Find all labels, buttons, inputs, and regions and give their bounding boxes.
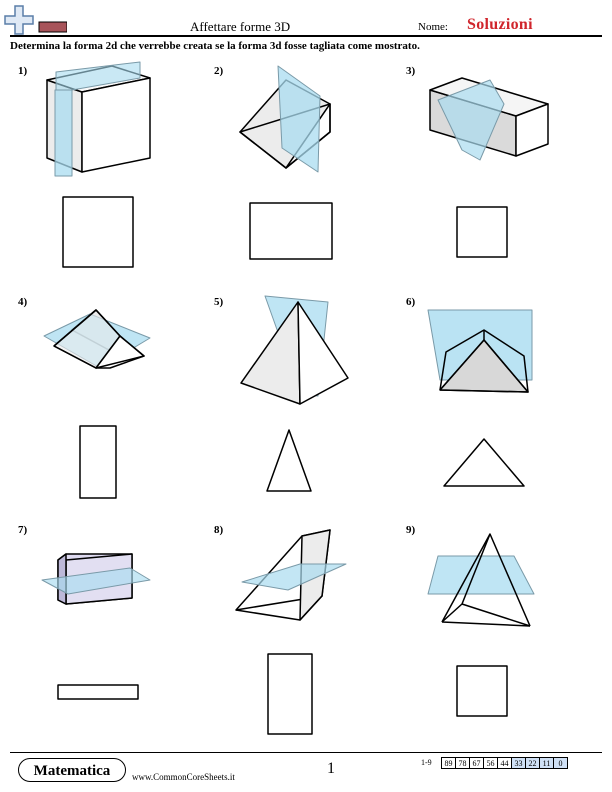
worksheet-title: Affettare forme 3D	[190, 19, 291, 34]
answer-key-cell: 33	[511, 757, 526, 769]
problem-3-answer-square	[456, 206, 508, 258]
name-value: Soluzioni	[467, 16, 533, 33]
problem-9-answer-square	[456, 665, 508, 717]
footer-rule	[10, 752, 602, 753]
answer-key-cell: 56	[483, 757, 498, 769]
problem-3-label: 3)	[406, 65, 416, 77]
answer-key-range: 1-9	[421, 758, 432, 767]
answer-key-cell: 89	[441, 757, 456, 769]
answer-key-cell: 78	[455, 757, 470, 769]
problem-8-label: 8)	[214, 524, 224, 536]
problem-1-label: 1)	[18, 65, 28, 77]
problem-6-label: 6)	[406, 296, 416, 308]
problem-4-answer-rectangle	[79, 425, 117, 499]
problem-7-answer-rectangle	[57, 684, 139, 700]
header-rule	[10, 35, 602, 37]
problem-7-label: 7)	[18, 524, 28, 536]
answer-key-cell: 0	[553, 757, 568, 769]
problem-8-answer-rectangle	[267, 653, 313, 735]
problem-8-solid	[235, 529, 347, 621]
problem-9-label: 9)	[406, 524, 416, 536]
page-number: 1	[327, 760, 335, 777]
answer-key-cell: 22	[525, 757, 540, 769]
answer-key-cell: 11	[539, 757, 554, 769]
answer-key-cell: 67	[469, 757, 484, 769]
site-url[interactable]: www.CommonCoreSheets.it	[132, 772, 235, 782]
problem-3-solid	[429, 77, 549, 161]
problem-6-solid	[427, 309, 533, 393]
problem-2-label: 2)	[214, 65, 224, 77]
problem-5-label: 5)	[214, 296, 224, 308]
name-label: Nome:	[418, 21, 448, 33]
brand-badge: Matematica	[18, 758, 126, 782]
instructions: Determina la forma 2d che verrebbe creat…	[10, 40, 420, 52]
problem-5-solid	[240, 295, 349, 405]
plus-math-logo-icon	[4, 5, 67, 35]
problem-4-solid	[43, 309, 151, 369]
problem-1-answer-square	[62, 196, 134, 268]
problem-2-answer-rectangle	[249, 202, 333, 260]
problem-9-solid	[427, 533, 535, 627]
problem-5-answer-triangle	[266, 429, 312, 492]
problem-1-solid	[46, 61, 151, 177]
answer-key-table: 89 78 67 56 44 33 22 11 0	[441, 757, 568, 769]
problem-2-solid	[239, 65, 331, 173]
problem-6-answer-triangle	[443, 438, 525, 487]
problem-7-solid	[41, 553, 151, 605]
answer-key-cell: 44	[497, 757, 512, 769]
problem-4-label: 4)	[18, 296, 28, 308]
